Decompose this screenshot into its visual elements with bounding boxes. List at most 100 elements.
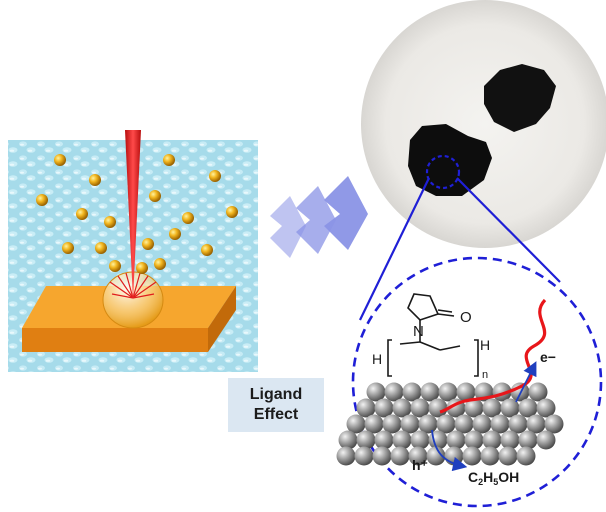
gold-nanoparticle (149, 190, 161, 202)
atom-oxygen: O (460, 309, 472, 326)
gold-nanoparticle (209, 170, 221, 182)
pvp-molecule (387, 293, 479, 377)
atom-nitrogen: N (413, 323, 424, 340)
catalyst-sphere (518, 398, 538, 418)
catalyst-sphere (454, 414, 474, 434)
catalyst-sphere (420, 382, 440, 402)
black-chunk (484, 64, 556, 132)
catalyst-sphere (366, 382, 386, 402)
gold-nanoparticle (89, 174, 101, 186)
catalyst-sphere (384, 382, 404, 402)
catalyst-sphere (472, 414, 492, 434)
catalyst-sphere (508, 414, 528, 434)
catalyst-sphere (354, 446, 374, 466)
pyrrolidone-ring (407, 293, 440, 321)
catalyst-sphere (500, 430, 520, 450)
catalyst-sphere (372, 446, 392, 466)
zoom-line (359, 177, 430, 321)
chevron (296, 186, 336, 254)
catalyst-sphere (336, 446, 356, 466)
electron-arrow (515, 361, 537, 403)
catalyst-sphere (338, 430, 358, 450)
gold-nanoparticle (182, 212, 194, 224)
electron-label: e− (540, 349, 556, 365)
process-arrow (270, 176, 368, 258)
hole-arrow (431, 429, 468, 472)
gold-nanoparticle (154, 258, 166, 270)
substrate-side (208, 286, 236, 352)
plume-rays (109, 272, 157, 299)
catalyst-sphere (356, 430, 376, 450)
gold-nanoparticle (201, 244, 213, 256)
catalyst-sphere (436, 414, 456, 434)
hole-label: h⁺ (412, 457, 428, 473)
catalyst-sphere (446, 430, 466, 450)
gold-nanoparticle (226, 206, 238, 218)
polymer-chain (439, 298, 547, 414)
catalyst-sphere (516, 446, 536, 466)
zoom-view: O N H H n e− h⁺ C2H5OH (336, 256, 603, 508)
catalyst-sphere (426, 446, 446, 466)
catalyst-sphere (410, 430, 430, 450)
catalyst-sphere (418, 414, 438, 434)
catalyst-spheres (336, 382, 564, 466)
catalyst-sphere (544, 414, 564, 434)
catalyst-sphere (374, 430, 394, 450)
catalyst-sphere (480, 446, 500, 466)
catalyst-sphere (462, 446, 482, 466)
ligand-label-line1: Ligand (249, 386, 303, 403)
gold-nanoparticle (104, 216, 116, 228)
catalyst-sphere (464, 430, 484, 450)
product-photo (361, 0, 606, 248)
ethanol-label: C2H5OH (468, 469, 519, 487)
zoom-spot (425, 154, 461, 190)
catalyst-sphere (392, 398, 412, 418)
laser-beam (125, 130, 141, 300)
gold-nanoparticle (62, 242, 74, 254)
zoom-line (456, 177, 561, 283)
catalyst-sphere (482, 430, 502, 450)
gold-nanoparticle (163, 154, 175, 166)
gold-nanoparticle (136, 262, 148, 274)
gold-nanoparticle (54, 154, 66, 166)
catalyst-sphere (402, 382, 422, 402)
chevron (270, 196, 306, 258)
substrate-front (22, 328, 208, 352)
catalyst-sphere (518, 430, 538, 450)
catalyst-sphere (536, 430, 556, 450)
laser-ablation-panel (8, 130, 258, 372)
chevron (324, 176, 368, 250)
catalyst-sphere (346, 414, 366, 434)
catalyst-sphere (500, 398, 520, 418)
catalyst-sphere (526, 414, 546, 434)
gold-nanoparticle (142, 238, 154, 250)
catalyst-sphere (382, 414, 402, 434)
repeat-subscript-n: n (482, 369, 488, 381)
catalyst-sphere (438, 382, 458, 402)
catalyst-sphere (356, 398, 376, 418)
catalyst-sphere (410, 398, 430, 418)
gold-nanoparticle (109, 260, 121, 272)
gold-nanoparticle (169, 228, 181, 240)
catalyst-sphere (390, 446, 410, 466)
atom-h-right: H (480, 337, 490, 353)
catalyst-sphere (400, 414, 420, 434)
ligand-effect-label: Ligand Effect (228, 378, 324, 432)
atom-h-left: H (372, 351, 382, 367)
catalyst-sphere (464, 398, 484, 418)
catalyst-sphere (374, 398, 394, 418)
gold-nanoparticle (36, 194, 48, 206)
photo-dish (361, 0, 606, 248)
gold-nanoparticle (76, 208, 88, 220)
catalyst-sphere (408, 446, 428, 466)
catalyst-sphere (498, 446, 518, 466)
catalyst-sphere (364, 414, 384, 434)
ligand-label-line2: Effect (253, 406, 299, 423)
catalyst-sphere (490, 414, 510, 434)
catalyst-sphere (428, 430, 448, 450)
gold-nanoparticle (95, 242, 107, 254)
catalyst-sphere (456, 382, 476, 402)
catalyst-sphere (482, 398, 502, 418)
catalyst-sphere (528, 382, 548, 402)
